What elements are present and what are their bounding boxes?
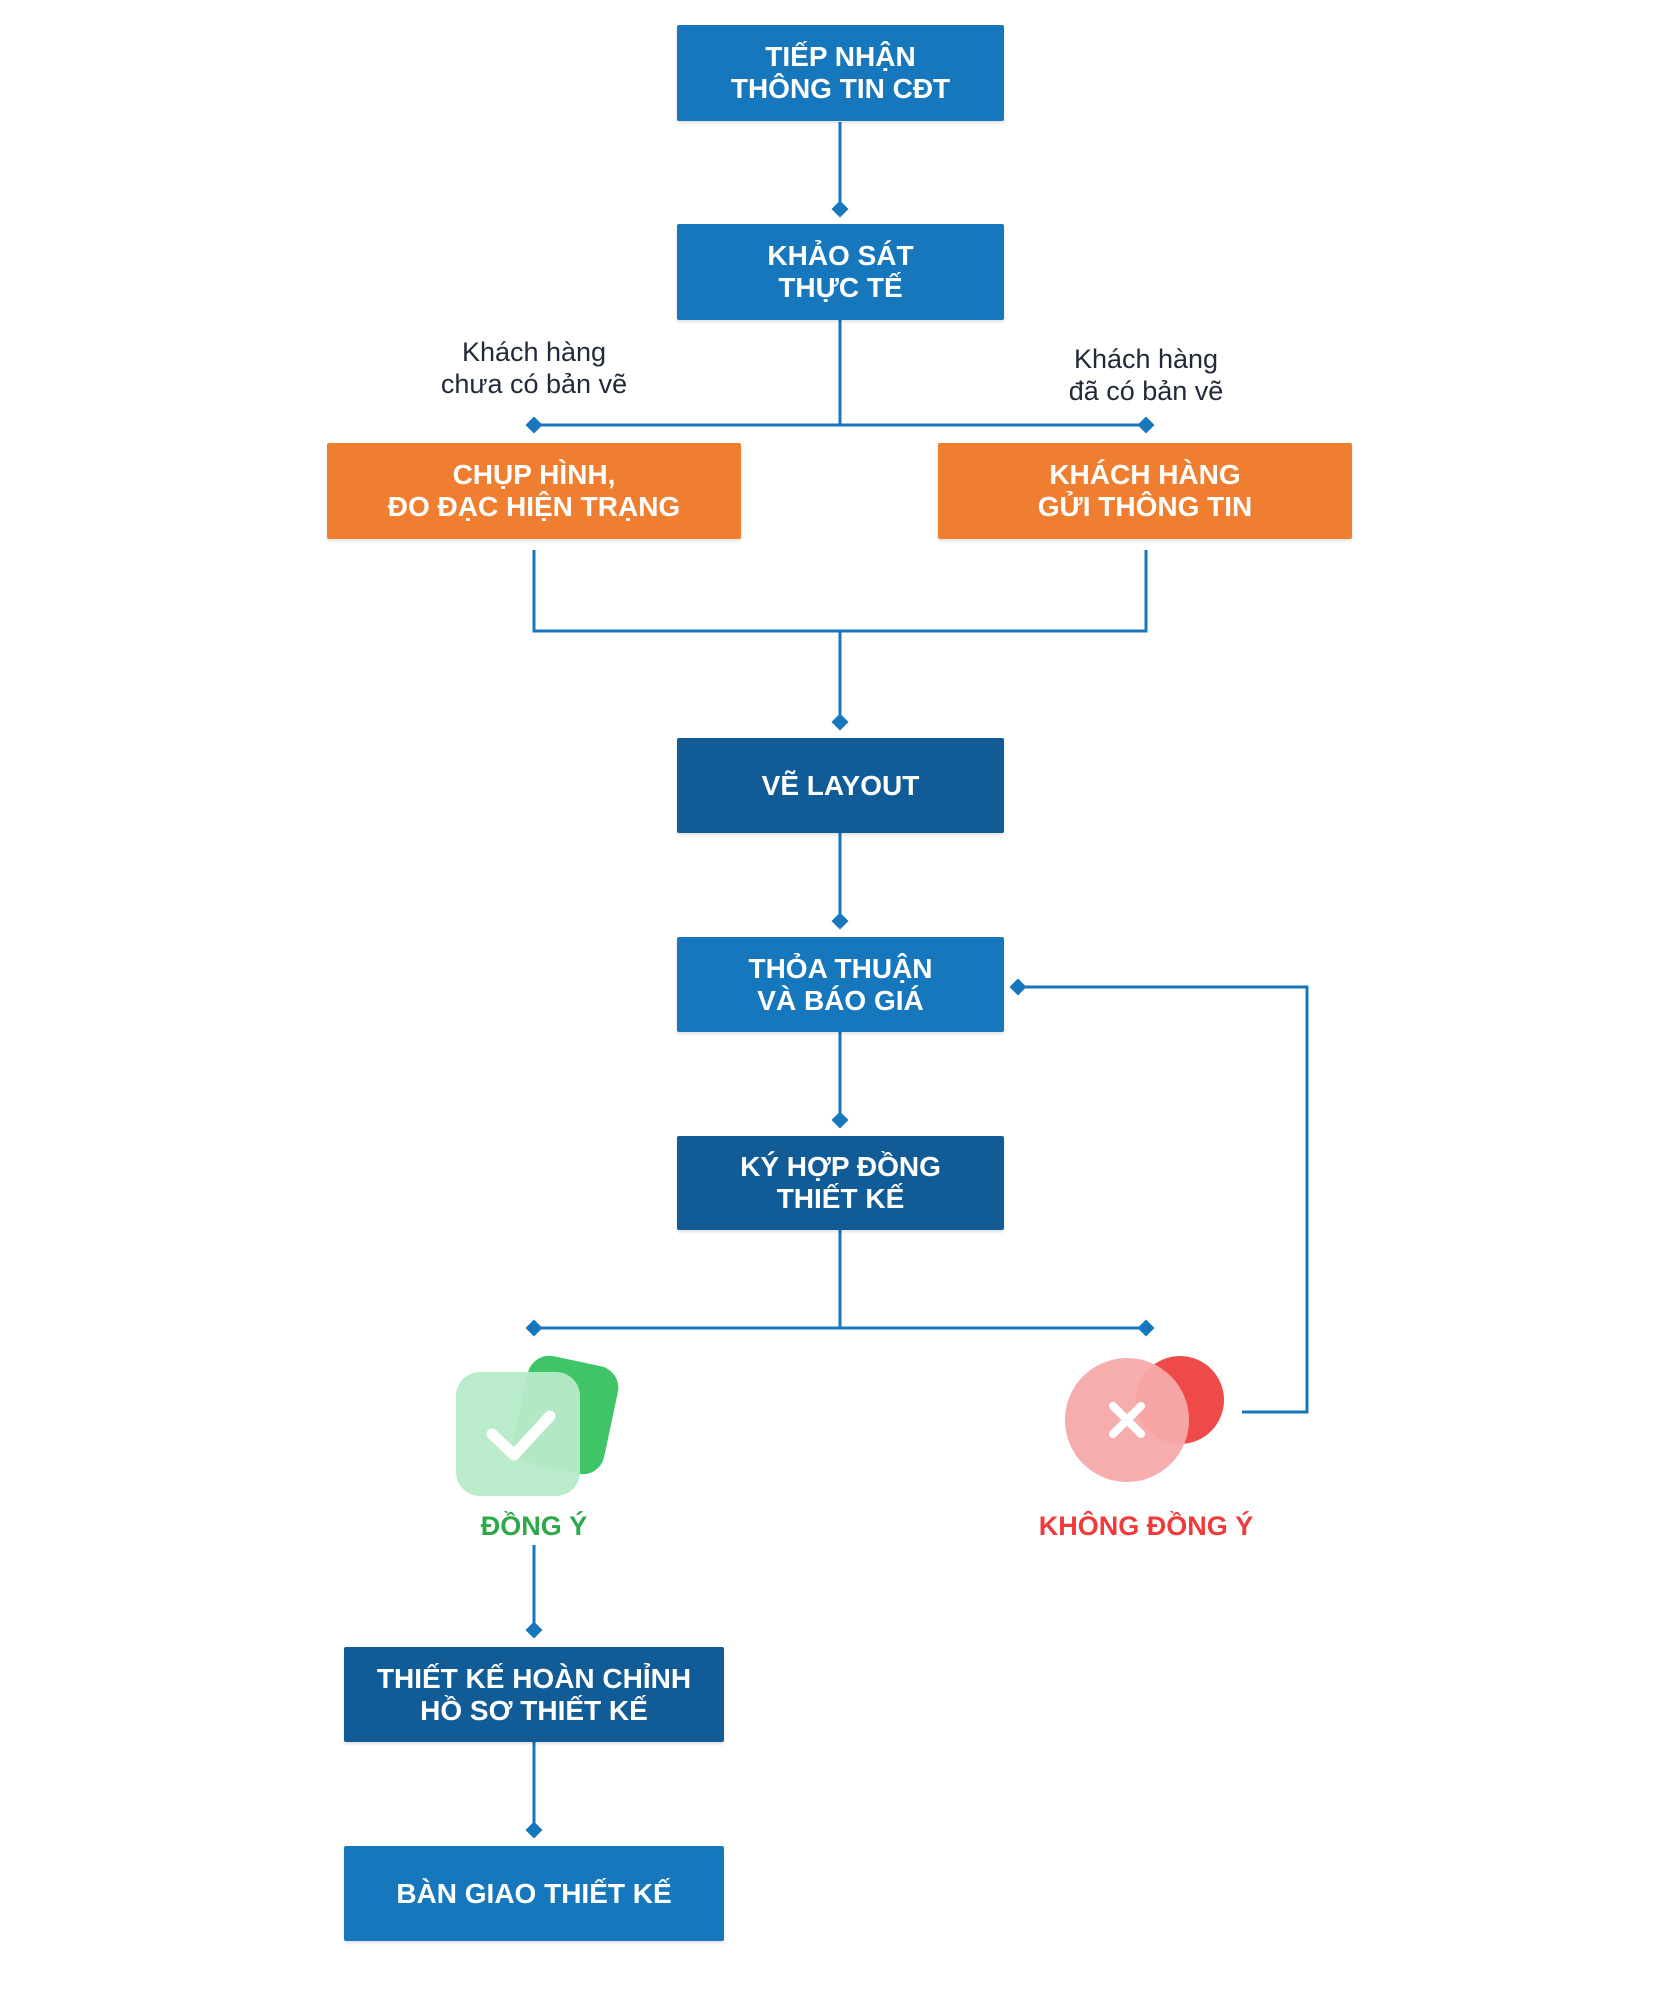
close-icon [1065, 1356, 1224, 1482]
arrow-diamond [1009, 978, 1027, 996]
step-photo-measure: CHỤP HÌNH, ĐO ĐẠC HIỆN TRẠNG [327, 443, 741, 539]
step-handover: BÀN GIAO THIẾT KẾ [344, 1846, 724, 1941]
check-icon [456, 1355, 619, 1496]
label-no-drawing: Khách hàng chưa có bản vẽ [440, 337, 628, 399]
outcome-disagree-label: KHÔNG ĐỒNG Ý [1038, 1511, 1254, 1541]
label-has-drawing: Khách hàng đã có bản vẽ [1068, 344, 1224, 406]
arrow-diamond [525, 1319, 543, 1337]
arrow-diamond [525, 1621, 543, 1639]
step-site-survey: KHẢO SÁT THỰC TẾ [677, 224, 1004, 320]
arrow-diamond [1137, 1319, 1155, 1337]
arrow-diamond [525, 1821, 543, 1839]
step-complete-design: THIẾT KẾ HOÀN CHỈNH HỒ SƠ THIẾT KẾ [344, 1647, 724, 1742]
arrow-diamond [1137, 416, 1155, 434]
connector-disagree-loop [1018, 985, 1309, 1414]
connector-branches-merge [532, 550, 1148, 722]
step-agreement-quote: THỎA THUẬN VÀ BÁO GIÁ [677, 937, 1004, 1032]
connector-survey-split [534, 320, 1146, 427]
arrow-diamond [831, 713, 849, 731]
outcome-agree-label: ĐỒNG Ý [480, 1511, 588, 1541]
arrow-diamond [831, 200, 849, 218]
step-receive-info: TIẾP NHẬN THÔNG TIN CĐT [677, 25, 1004, 121]
arrow-diamond [525, 416, 543, 434]
connector-contract-split [534, 1230, 1146, 1330]
step-sign-contract: KÝ HỢP ĐỒNG THIẾT KẾ [677, 1136, 1004, 1230]
arrow-diamond [831, 912, 849, 930]
step-client-sends-info: KHÁCH HÀNG GỬI THÔNG TIN [938, 443, 1352, 539]
arrow-diamond [831, 1111, 849, 1129]
step-draw-layout: VẼ LAYOUT [677, 738, 1004, 833]
